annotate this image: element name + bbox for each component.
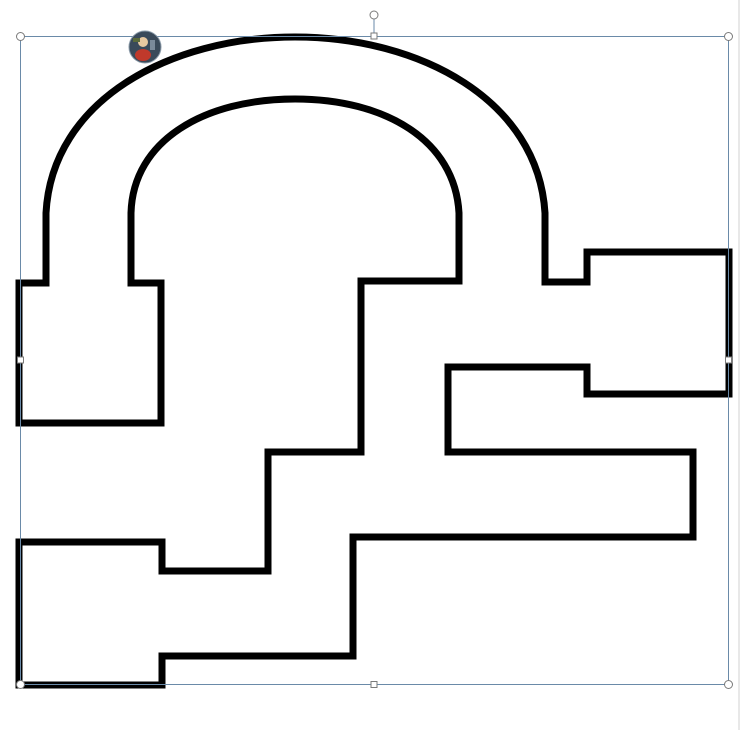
selection-frame bbox=[20, 16, 729, 685]
resize-handle-top-left[interactable] bbox=[16, 32, 25, 41]
selection-box bbox=[20, 36, 729, 685]
resize-handle-right[interactable] bbox=[725, 356, 732, 364]
maze-shape[interactable] bbox=[15, 33, 733, 689]
resize-handle-bottom-right[interactable] bbox=[724, 680, 733, 689]
resize-handle-bottom-left[interactable] bbox=[16, 680, 25, 689]
resize-handle-top-right[interactable] bbox=[724, 32, 733, 41]
resize-handle-top[interactable] bbox=[370, 32, 378, 40]
resize-handle-bottom[interactable] bbox=[370, 681, 378, 688]
player-avatar-icon[interactable] bbox=[128, 30, 162, 64]
resize-handle-left[interactable] bbox=[17, 356, 24, 364]
rotate-handle-icon[interactable] bbox=[369, 10, 379, 20]
maze-outer-wall bbox=[15, 33, 733, 689]
